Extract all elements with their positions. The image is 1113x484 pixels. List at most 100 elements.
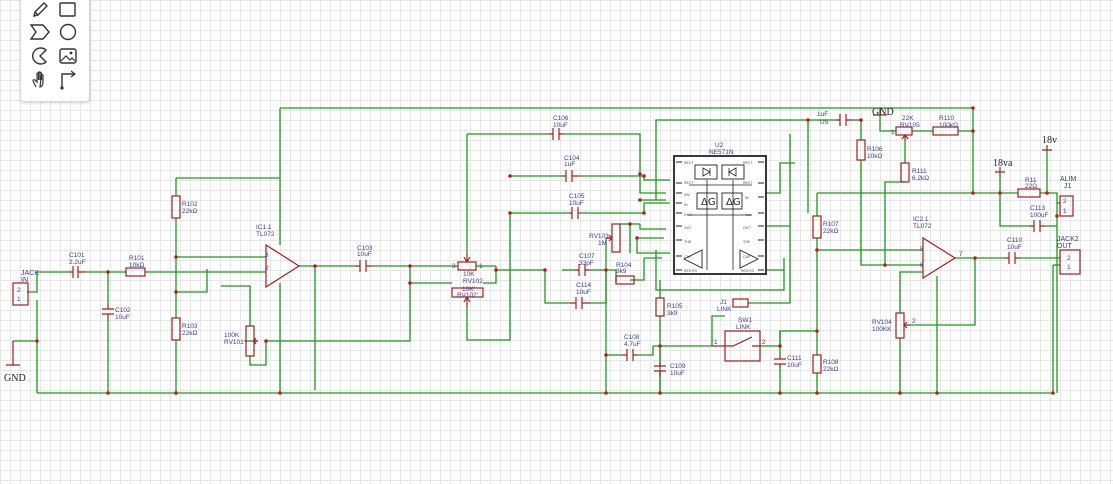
ic11-pin3: 3 [265,252,269,259]
c114-capacitor [570,297,590,309]
r103-resistor [171,317,181,341]
alim-connector [1059,195,1074,217]
svg-text:Vcc: Vcc [745,213,751,217]
rv105-pin1: 1 [891,129,895,136]
ic21-pin6: 6 [920,262,924,269]
c113-val: 100uF [1030,212,1048,219]
c101-ref: C101 [69,252,85,259]
rv102-val: 10K [463,271,475,278]
r101-val: 10kΩ [129,262,144,269]
rv104-ref: RV104 [872,319,892,326]
r110-ref: R110 [939,115,954,122]
jack-in-val: IN [21,277,28,284]
r104-val: 3k9 [616,268,627,275]
r103-val: 22kΩ [182,330,197,337]
c111-capacitor [774,356,786,368]
ic11-ref: IC1.1 [256,224,272,231]
r101-resistor [125,267,146,277]
c104-val: 1uF [564,161,575,168]
svg-text:THD: THD [684,240,692,244]
jack-in-pin2: 2 [17,287,21,294]
jack2-ref: JACK2 [1057,236,1079,243]
svg-text:IN: IN [745,196,749,200]
c102-ref: C102 [115,307,131,314]
c102-capacitor [102,303,114,322]
sw1-pin2: 2 [762,339,766,346]
sw1-pin1: 1 [714,339,718,346]
rv102-pin1: 1 [479,263,483,270]
svg-text:RECT: RECT [684,181,694,185]
power-18v-symbol [1042,145,1052,151]
jack-in-ref: JACK [21,270,39,277]
c110-val: 10uF [1007,244,1022,251]
wires [13,107,1060,394]
circle-icon[interactable] [57,21,79,43]
j1-link-connector [732,298,749,308]
r108-resistor [812,354,822,374]
hand-icon[interactable] [29,69,51,91]
ic21-pin5: 5 [920,246,924,253]
jack2-pin2: 2 [1067,255,1071,262]
r107-val: 22kΩ [823,228,838,235]
c102-val: 10uF [115,314,130,321]
r102-ref: R102 [182,201,198,208]
ic11-pin2: 2 [265,265,269,272]
rv104-pin2: 2 [912,318,916,325]
c113-ref: C113 [1030,205,1045,212]
c108-capacitor [622,349,638,361]
c106-ref: C106 [553,115,569,122]
c103-capacitor [355,260,372,272]
c106-capacitor [549,128,564,140]
svg-text:IN: IN [684,203,688,207]
r110-val: 100kΩ [939,122,958,129]
r11-val: 22Ω [1025,183,1037,190]
c111-val: 10uF [787,362,802,369]
jack2-out-connector [1059,249,1081,275]
u5-val: 1uF [817,111,828,118]
r103-ref: R103 [182,323,198,330]
c104-capacitor [562,170,579,182]
power-18va-label: 18va [993,158,1013,169]
connector-icon[interactable] [57,69,79,91]
rv103-potentiometer [611,223,621,253]
jack-in-pin1: 1 [17,296,21,303]
c114-val: 10uF [576,289,591,296]
rv105-ref: RV105 [900,122,920,129]
labels: JACK IN GND C101 2.2uF R101 10kΩ C102 10… [4,107,1079,384]
c107-ref: C107 [579,253,595,260]
image-icon[interactable] [57,45,79,67]
jack2-val: OUT [1057,243,1073,250]
u2-ref: U2 [715,142,724,149]
ic21-opamp [922,236,957,280]
ic11-opamp [265,243,301,289]
c101-val: 2.2uF [69,259,86,266]
gnd-label-left: GND [4,373,26,384]
svg-text:CAP: CAP [684,255,692,259]
r106-resistor [856,139,866,161]
rv101-ref: RV101 [224,339,244,346]
junctions [35,106,1059,395]
svg-text:THD: THD [743,240,751,244]
r102-resistor [171,195,181,219]
sw1-val: LINK [736,324,751,331]
pie-icon[interactable] [29,45,51,67]
c108-val: 4.7uF [624,341,641,348]
c110-capacitor [1005,252,1020,264]
svg-text:GND: GND [684,213,692,217]
pencil-icon[interactable] [29,0,51,21]
c108-ref: C108 [624,334,640,341]
svg-text:CAP: CAP [743,255,751,259]
r11-ref: R11 [1025,177,1037,184]
c109-ref: C109 [670,363,686,370]
alim-pin1: 1 [1063,208,1067,215]
r107-resistor [812,215,822,239]
rectangle-icon[interactable] [57,0,79,21]
sw1-ref: SW1 [738,317,752,324]
arrow-shape-icon[interactable] [29,21,51,43]
alim-val: J1 [1064,183,1072,190]
r11-resistor [1017,188,1041,198]
svg-text:RECT: RECT [743,161,753,165]
r111-resistor [900,162,910,183]
